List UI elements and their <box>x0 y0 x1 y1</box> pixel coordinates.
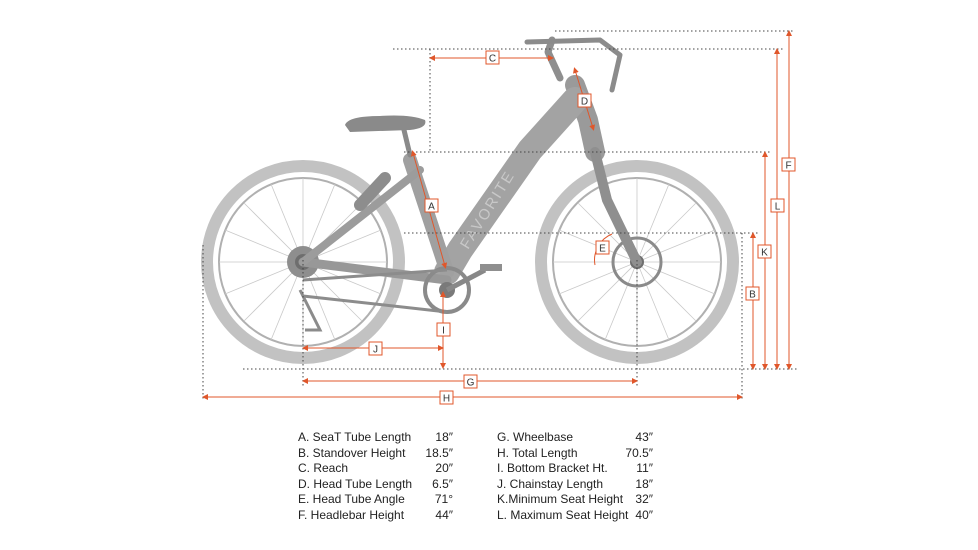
spec-value: 18″ <box>635 476 653 491</box>
tag-H-label: H <box>443 394 450 405</box>
spec-list-right: G. Wheelbase 43″ H. Total Length 70.5″ I. … <box>497 430 653 523</box>
drivetrain <box>298 264 502 332</box>
tag-A-label: A <box>428 202 435 213</box>
tag-D-label: D <box>581 97 588 108</box>
bike-geometry-diagram: FAVORITE A B C <box>201 30 797 405</box>
dimension-lines <box>202 30 792 400</box>
front-wheel <box>535 160 739 364</box>
tag-E: E <box>595 240 610 255</box>
spec-label: B. Standover Height <box>298 445 406 460</box>
spec-value: 11″ <box>636 461 653 475</box>
tag-E-label: E <box>599 244 606 255</box>
bike-illustration: FAVORITE <box>201 36 739 364</box>
saddle <box>345 115 426 132</box>
spec-value: 70.5″ <box>625 445 653 460</box>
tag-J-label: J <box>373 345 378 356</box>
tag-D: D <box>577 93 592 108</box>
tag-K-label: K <box>761 248 768 259</box>
spec-value: 18″ <box>435 430 453 444</box>
tag-I: I <box>436 322 451 337</box>
spec-label: A. SeaT Tube Length <box>298 430 412 444</box>
spec-label: E. Head Tube Angle <box>298 492 405 506</box>
spec-row: L. Maximum Seat Height 40″ <box>497 508 653 524</box>
tag-C: C <box>485 50 500 65</box>
tag-H: H <box>439 390 454 405</box>
spec-value: 44″ <box>435 507 453 522</box>
spec-row: G. Wheelbase 43″ <box>497 430 653 446</box>
spec-value: 40″ <box>635 507 653 522</box>
spec-row: B. Standover Height 18.5″ <box>298 446 453 462</box>
spec-value: 18.5″ <box>425 445 453 460</box>
spec-value: 71° <box>434 492 453 506</box>
spec-row: E. Head Tube Angle 71° <box>298 492 453 508</box>
tag-A: A <box>424 198 439 213</box>
spec-row: K.Minimum Seat Height 32″ <box>497 492 653 508</box>
spec-value: 32″ <box>635 492 653 506</box>
tag-G-label: G <box>467 378 475 389</box>
spec-row: H. Total Length 70.5″ <box>497 446 653 462</box>
tag-C-label: C <box>489 54 496 65</box>
tag-L: L <box>770 198 785 213</box>
spec-list-left: A. SeaT Tube Length 18″ B. Standover Heig… <box>298 430 453 523</box>
spec-label: H. Total Length <box>497 445 578 460</box>
tag-J: J <box>368 341 383 356</box>
spec-label: F. Headlebar Height <box>298 507 405 522</box>
spec-row: D. Head Tube Length 6.5″ <box>298 477 453 493</box>
spec-row: J. Chainstay Length 18″ <box>497 477 653 493</box>
reference-lines <box>202 30 797 400</box>
spec-label: K.Minimum Seat Height <box>497 492 624 506</box>
spec-row: C. Reach 20″ <box>298 461 453 477</box>
spec-label: D. Head Tube Length <box>298 476 413 491</box>
spec-row: F. Headlebar Height 44″ <box>298 508 453 524</box>
tag-F-label: F <box>785 161 791 172</box>
spec-label: I. Bottom Bracket Ht. <box>497 461 608 475</box>
tag-B: B <box>745 286 760 301</box>
spec-row: A. SeaT Tube Length 18″ <box>298 430 453 446</box>
tag-K: K <box>757 244 772 259</box>
spec-value: 20″ <box>435 461 453 475</box>
tag-L-label: L <box>775 202 781 213</box>
tag-G: G <box>463 374 478 389</box>
spec-value: 43″ <box>635 430 653 444</box>
tag-I-label: I <box>442 326 445 337</box>
spec-label: G. Wheelbase <box>497 430 574 444</box>
spec-row: I. Bottom Bracket Ht. 11″ <box>497 461 653 477</box>
tag-B-label: B <box>749 290 756 301</box>
spec-label: C. Reach <box>298 461 349 475</box>
spec-label: J. Chainstay Length <box>497 476 604 491</box>
spec-value: 6.5″ <box>432 476 453 491</box>
spec-label: L. Maximum Seat Height <box>497 507 629 522</box>
tag-F: F <box>781 157 796 172</box>
brand-logo-text: FAVORITE <box>457 168 519 253</box>
